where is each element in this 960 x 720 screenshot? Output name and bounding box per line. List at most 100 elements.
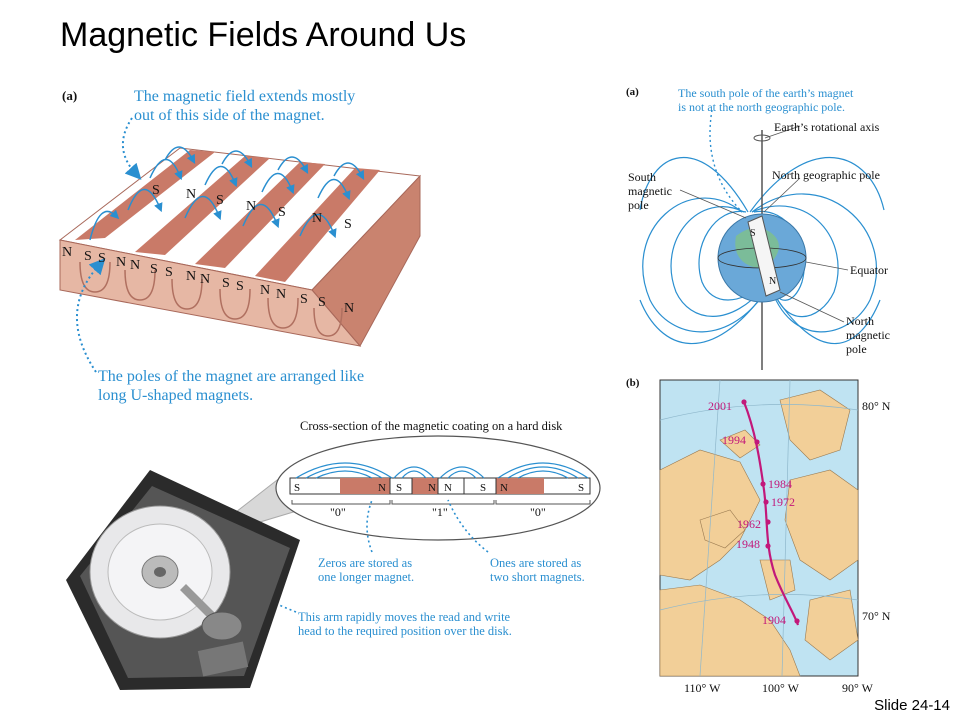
- front-pole-letter: N: [130, 258, 140, 273]
- arm-caption-1: This arm rapidly moves the read and writ…: [298, 610, 511, 624]
- axis-rotation-marker: [753, 134, 771, 142]
- front-pole-letter: N: [200, 272, 210, 287]
- strip-pole-letter: N: [444, 482, 452, 494]
- lon-label: 100° W: [762, 681, 800, 695]
- magnet-bottom-pointer: [76, 258, 106, 373]
- strip-field-lines: [295, 462, 589, 479]
- earth-caption-pointer: [709, 109, 743, 213]
- strip-segment-red: [412, 478, 438, 494]
- slide-number: Slide 24-14: [874, 697, 950, 714]
- front-pole-letter: S: [318, 295, 326, 310]
- globe-n-letter: N: [769, 276, 776, 287]
- year-label: 1984: [768, 477, 792, 491]
- top-pole-letter: N: [186, 187, 196, 202]
- magnet-front-face: [59, 239, 362, 347]
- top-pole-letter: N: [246, 199, 256, 214]
- map-panel-label: (b): [626, 377, 640, 389]
- earth-panel-label: (a): [626, 86, 639, 98]
- south-magnetic-pole-label-2: magnetic: [628, 184, 672, 198]
- magnet-top-caption-1: The magnetic field extends mostly: [134, 88, 356, 105]
- magnet-top-pointer: [121, 117, 142, 180]
- earth-leader-lines: [679, 125, 849, 323]
- top-pole-letter: N: [312, 211, 322, 226]
- ones-caption-1: Ones are stored as: [490, 556, 582, 570]
- earth-caption-1: The south pole of the earth’s magnet: [678, 86, 854, 100]
- map-land-masses: [659, 389, 859, 677]
- year-label: 1994: [722, 433, 746, 447]
- earth-field-lines: [639, 156, 885, 345]
- magnet-panel-label: (a): [62, 88, 78, 103]
- south-magnetic-pole-label-1: South: [628, 170, 657, 184]
- ones-pointer: [447, 499, 489, 553]
- lat-label: 70° N: [862, 609, 891, 623]
- arm-pointer: [195, 563, 297, 613]
- strip-segment-red: [340, 478, 390, 494]
- lon-label: 90° W: [842, 681, 874, 695]
- year-label: 1948: [736, 537, 760, 551]
- strip-pole-letter: N: [500, 482, 508, 494]
- top-pole-letter: S: [344, 217, 352, 232]
- magnet-u-shapes: [79, 261, 343, 337]
- magnet-top-pole-letters: S N S N S N S: [152, 183, 352, 232]
- north-geographic-pole-label: North geographic pole: [772, 168, 880, 182]
- year-label: 2001: [708, 399, 732, 413]
- pole-path-markers: [741, 399, 800, 624]
- strip-pole-letter: N: [428, 482, 436, 494]
- strip-pole-letter: S: [578, 482, 584, 494]
- hard-drive-photo: [66, 470, 300, 690]
- magnet-bottom-caption-1: The poles of the magnet are arranged lik…: [98, 368, 365, 385]
- bit-brackets: [291, 500, 591, 505]
- magnet-front-pole-letters: N S S N N S S N N S S N N S S N: [62, 245, 354, 316]
- front-pole-letter: S: [84, 249, 92, 264]
- north-magnetic-pole-label-2: magnetic: [846, 328, 890, 342]
- front-pole-letter: S: [165, 265, 173, 280]
- front-pole-letter: S: [222, 276, 230, 291]
- strip-pole-letter: N: [378, 482, 386, 494]
- year-label: 1972: [771, 495, 795, 509]
- magnet-field-lines: [89, 146, 365, 241]
- bit-label: "0": [330, 505, 346, 519]
- year-label: 1904: [762, 613, 786, 627]
- zeros-caption-1: Zeros are stored as: [318, 556, 413, 570]
- cross-section-title: Cross-section of the magnetic coating on…: [300, 419, 563, 433]
- bit-label: "0": [530, 505, 546, 519]
- arm-caption-2: head to the required position over the d…: [298, 624, 512, 638]
- globe-s-letter: S: [750, 228, 756, 239]
- front-pole-letter: N: [344, 301, 354, 316]
- front-pole-letter: N: [276, 287, 286, 302]
- north-magnetic-pole-label-1: North: [846, 314, 874, 328]
- front-pole-letter: S: [150, 262, 158, 277]
- strip-dividers: [389, 478, 497, 494]
- zeros-caption-2: one longer magnet.: [318, 570, 415, 584]
- zeros-pointer: [366, 499, 373, 553]
- front-pole-letter: S: [300, 292, 308, 307]
- top-pole-letter: S: [216, 193, 224, 208]
- rotational-axis-label: Earth’s rotational axis: [774, 120, 880, 134]
- ones-caption-2: two short magnets.: [490, 570, 585, 584]
- strip-pole-letter: S: [480, 482, 486, 494]
- front-pole-letter: N: [116, 255, 126, 270]
- magnet-bottom-caption-2: long U-shaped magnets.: [98, 387, 254, 404]
- earth-caption-2: is not at the north geographic pole.: [678, 100, 845, 114]
- lon-label: 110° W: [684, 681, 721, 695]
- north-magnetic-pole-label-3: pole: [846, 342, 867, 356]
- pole-path-years: 2001 1994 1984 1972 1962 1948 1904: [708, 399, 795, 627]
- equator-label: Equator: [850, 263, 888, 277]
- year-label: 1962: [737, 517, 761, 531]
- strip-pole-letter: S: [294, 482, 300, 494]
- south-magnetic-pole-label-3: pole: [628, 198, 649, 212]
- earth-bar-magnet: [747, 215, 781, 297]
- slide-title: Magnetic Fields Around Us: [60, 16, 467, 54]
- strip-pole-letter: S: [396, 482, 402, 494]
- front-pole-letter: S: [236, 279, 244, 294]
- strip-segment-red: [496, 478, 544, 494]
- front-pole-letter: N: [62, 245, 72, 260]
- bit-label: "1": [432, 505, 448, 519]
- map-graticule: [659, 379, 859, 677]
- front-pole-letter: N: [186, 269, 196, 284]
- lat-label: 80° N: [862, 399, 891, 413]
